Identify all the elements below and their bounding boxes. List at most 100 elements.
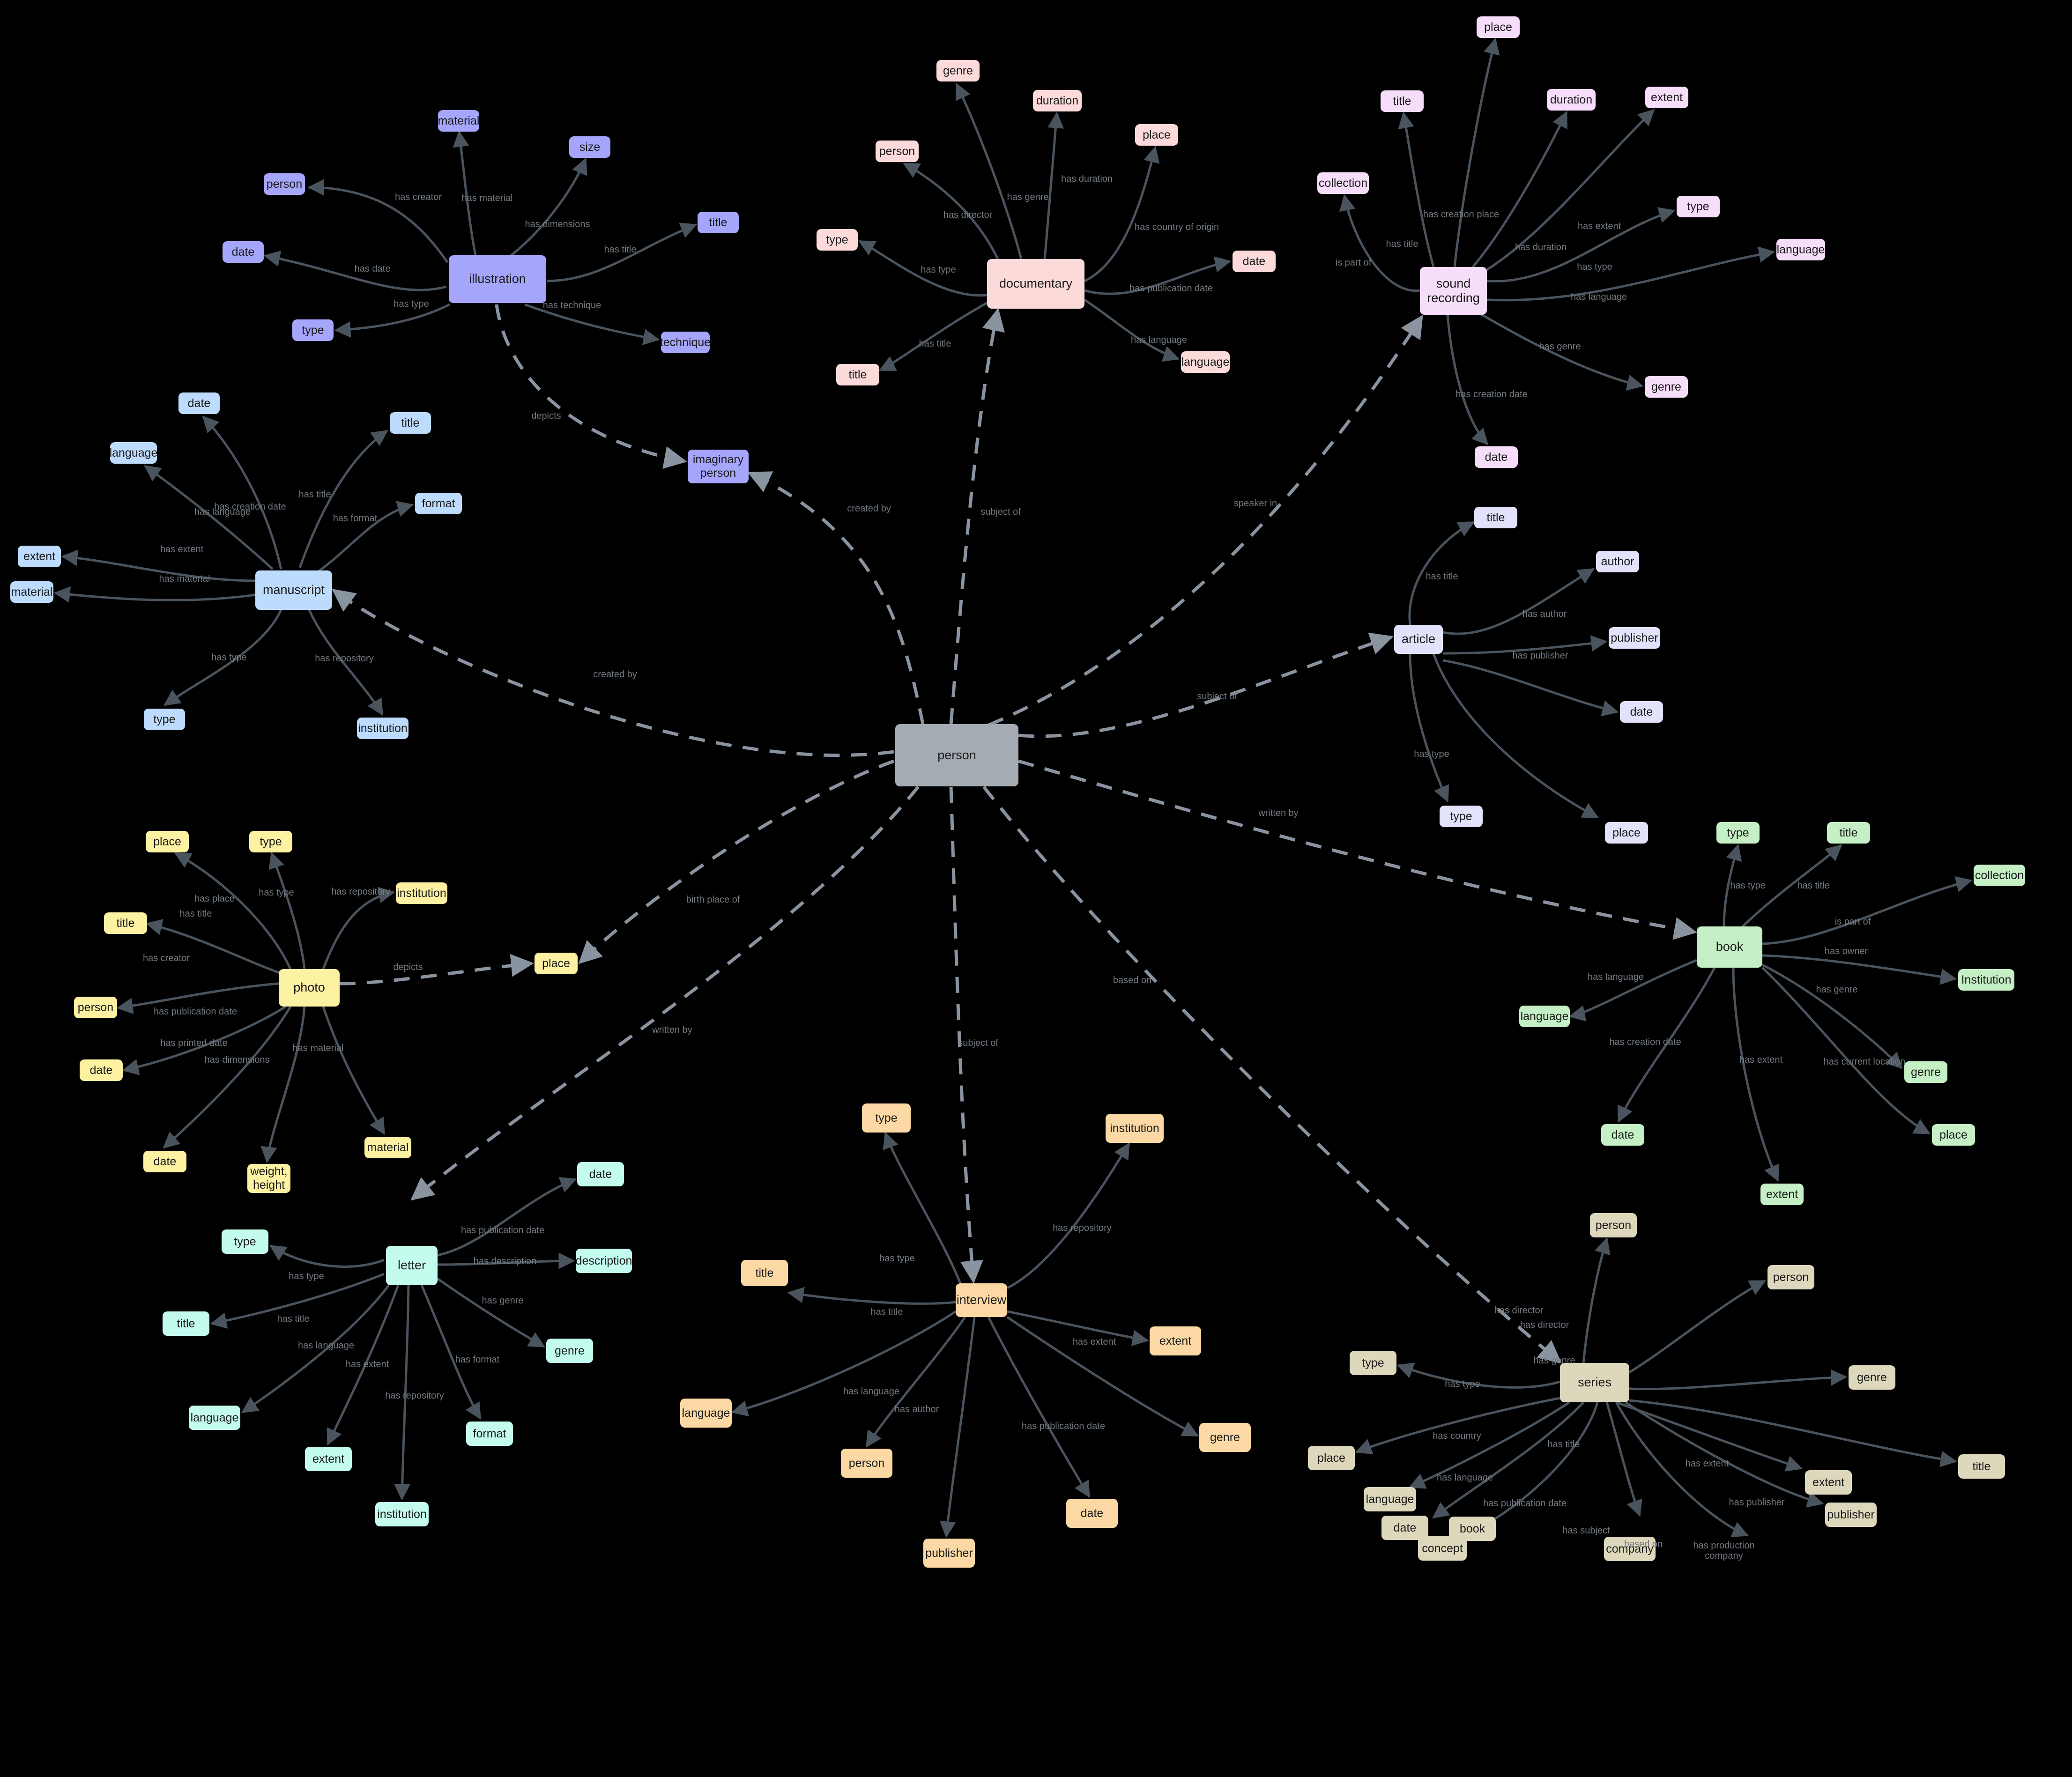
graph-node-int-type[interactable]: type (862, 1103, 911, 1133)
graph-node-ser-person2[interactable]: person (1768, 1265, 1814, 1289)
graph-node-illustration[interactable]: illustration (449, 255, 546, 303)
graph-node-let-language[interactable]: language (189, 1406, 240, 1430)
graph-node-article[interactable]: article (1394, 625, 1443, 654)
graph-node-ser-extent[interactable]: extent (1805, 1470, 1852, 1495)
graph-node-ph-material[interactable]: material (364, 1137, 411, 1158)
graph-node-sr-type[interactable]: type (1677, 196, 1720, 217)
graph-node-ms-title[interactable]: title (390, 412, 431, 434)
graph-node-ill-type[interactable]: type (292, 319, 334, 341)
graph-node-ph-printdate[interactable]: date (143, 1151, 186, 1172)
graph-node-let-format[interactable]: format (466, 1422, 513, 1446)
graph-node-art-type[interactable]: type (1440, 806, 1483, 827)
graph-node-sr-collection[interactable]: collection (1317, 172, 1369, 194)
graph-node-ms-date[interactable]: date (178, 392, 220, 414)
graph-node-book[interactable]: book (1697, 926, 1762, 968)
graph-node-let-extent[interactable]: extent (305, 1447, 352, 1471)
graph-node-book-place[interactable]: place (1932, 1124, 1975, 1146)
graph-node-book-date[interactable]: date (1601, 1124, 1644, 1146)
graph-node-ph-type[interactable]: type (249, 831, 292, 852)
graph-node-doc-place[interactable]: place (1135, 124, 1178, 146)
graph-node-sr-place[interactable]: place (1477, 16, 1520, 38)
graph-node-ill-title[interactable]: title (698, 212, 739, 233)
graph-node-ill-date[interactable]: date (223, 241, 264, 263)
graph-node-ms-type[interactable]: type (144, 709, 185, 730)
graph-node-book-language[interactable]: language (1519, 1006, 1570, 1027)
graph-node-ser-concept[interactable]: concept (1418, 1536, 1467, 1561)
graph-node-person[interactable]: person (895, 724, 1018, 786)
graph-node-ser-publisher[interactable]: publisher (1825, 1503, 1877, 1527)
graph-node-doc-type[interactable]: type (817, 229, 858, 251)
graph-node-book-type[interactable]: type (1716, 822, 1760, 844)
graph-node-sr-language[interactable]: language (1776, 239, 1825, 260)
graph-node-int-date[interactable]: date (1066, 1499, 1118, 1528)
graph-node-ser-date[interactable]: date (1381, 1516, 1428, 1540)
graph-node-int-publisher[interactable]: publisher (923, 1539, 975, 1568)
graph-node-art-title[interactable]: title (1474, 507, 1517, 528)
graph-node-ph-person[interactable]: person (74, 997, 117, 1018)
graph-node-int-genre[interactable]: genre (1199, 1423, 1251, 1452)
graph-node-ill-technique[interactable]: technique (660, 332, 711, 353)
graph-node-book-genre[interactable]: genre (1904, 1061, 1947, 1083)
graph-node-ms-language[interactable]: language (110, 442, 157, 464)
graph-node-letter[interactable]: letter (386, 1246, 438, 1285)
graph-node-interview[interactable]: interview (956, 1283, 1007, 1317)
graph-node-art-place[interactable]: place (1605, 822, 1648, 844)
graph-node-ph-title[interactable]: title (104, 912, 147, 934)
graph-node-art-date[interactable]: date (1620, 701, 1663, 723)
graph-node-ph-dims[interactable]: weight,height (247, 1164, 290, 1193)
graph-node-int-language[interactable]: language (680, 1399, 732, 1428)
graph-node-doc-date[interactable]: date (1233, 251, 1276, 272)
graph-node-photo[interactable]: photo (279, 969, 340, 1007)
graph-node-ph-dep-place[interactable]: place (535, 953, 578, 974)
graph-node-book-extent[interactable]: extent (1760, 1184, 1804, 1205)
graph-node-book-title[interactable]: title (1827, 822, 1870, 844)
graph-node-ms-extent[interactable]: extent (18, 546, 61, 567)
graph-node-ms-institution[interactable]: institution (357, 718, 408, 739)
graph-node-ph-pubdate[interactable]: date (80, 1059, 123, 1081)
graph-node-series[interactable]: series (1560, 1363, 1629, 1402)
graph-node-let-descr[interactable]: description (576, 1249, 632, 1273)
graph-node-let-type[interactable]: type (222, 1229, 268, 1254)
graph-node-doc-person[interactable]: person (876, 141, 919, 162)
graph-node-int-institution[interactable]: institution (1106, 1114, 1164, 1143)
graph-node-let-date[interactable]: date (577, 1162, 624, 1186)
graph-node-doc-duration[interactable]: duration (1033, 90, 1082, 111)
graph-node-book-institution[interactable]: Institution (1958, 969, 2014, 991)
graph-node-int-person[interactable]: person (841, 1449, 892, 1478)
graph-node-sr-extent[interactable]: extent (1645, 87, 1688, 108)
node-label: title (1486, 511, 1505, 524)
graph-node-ill-size[interactable]: size (569, 136, 610, 158)
graph-node-sr-genre[interactable]: genre (1645, 376, 1688, 398)
graph-node-documentary[interactable]: documentary (987, 259, 1084, 309)
graph-node-ms-material[interactable]: material (10, 581, 53, 603)
graph-node-manuscript[interactable]: manuscript (255, 570, 332, 610)
graph-node-ph-institution[interactable]: institution (396, 882, 447, 904)
graph-node-doc-title[interactable]: title (836, 364, 879, 385)
graph-node-ser-place[interactable]: place (1308, 1446, 1355, 1470)
graph-node-ser-person1[interactable]: person (1590, 1213, 1637, 1237)
graph-node-sr-duration[interactable]: duration (1547, 89, 1596, 111)
graph-node-int-title[interactable]: title (741, 1260, 788, 1286)
graph-node-let-title[interactable]: title (163, 1311, 209, 1336)
graph-node-book-collection[interactable]: collection (1974, 865, 2025, 886)
graph-node-art-author[interactable]: author (1596, 551, 1639, 572)
graph-node-ser-language[interactable]: language (1364, 1487, 1416, 1511)
graph-node-ill-material[interactable]: material (438, 110, 479, 132)
graph-node-doc-genre[interactable]: genre (936, 60, 980, 81)
graph-node-int-extent[interactable]: extent (1150, 1326, 1201, 1355)
graph-node-ph-place[interactable]: place (146, 831, 189, 852)
graph-node-doc-language[interactable]: language (1181, 351, 1230, 373)
graph-node-ser-title[interactable]: title (1958, 1454, 2005, 1479)
graph-node-let-genre[interactable]: genre (546, 1339, 593, 1363)
graph-node-art-publisher[interactable]: publisher (1609, 627, 1660, 649)
graph-node-ser-type[interactable]: type (1350, 1351, 1396, 1375)
graph-node-ser-genre[interactable]: genre (1849, 1365, 1895, 1390)
graph-node-sr-title[interactable]: title (1381, 90, 1424, 112)
graph-node-ser-company[interactable]: company (1604, 1537, 1656, 1561)
graph-node-sr-date[interactable]: date (1475, 446, 1518, 468)
graph-node-ms-format[interactable]: format (415, 493, 462, 514)
graph-node-let-institution[interactable]: institution (375, 1502, 429, 1526)
graph-node-ill-person[interactable]: person (264, 173, 305, 195)
